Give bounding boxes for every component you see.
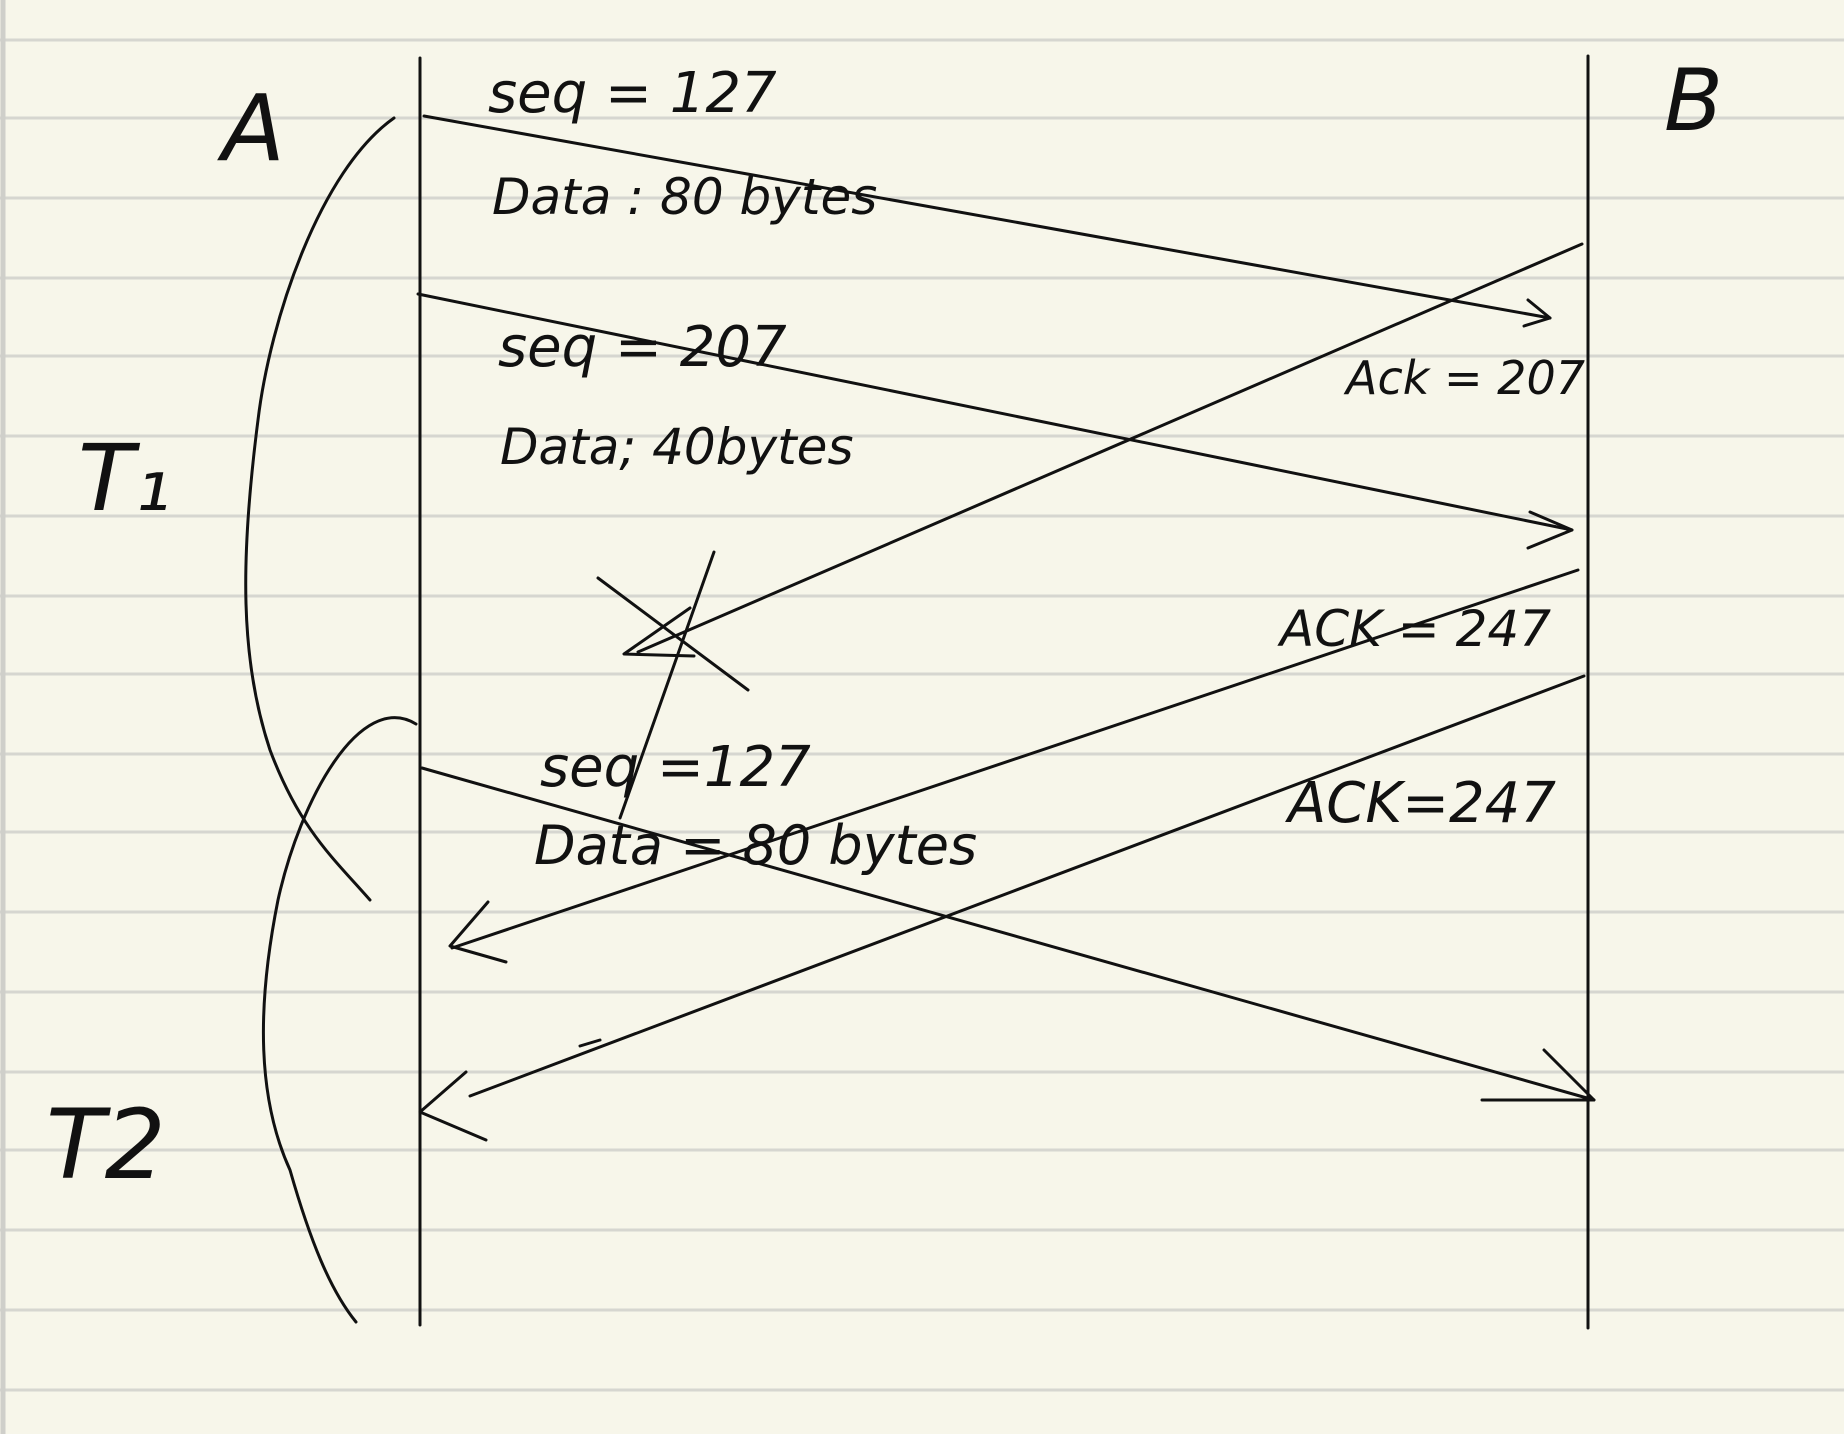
segment-3-arrow xyxy=(420,766,1596,1102)
ack-2-arrowhead xyxy=(448,900,508,964)
segment-1-data: Data : 80 bytes xyxy=(492,168,877,226)
ack-1-arrow xyxy=(636,242,1584,654)
t2-bracket xyxy=(261,716,418,1324)
segment-3-data: Data = 80 bytes xyxy=(534,814,977,877)
ack-2-arrow xyxy=(450,568,1580,950)
timer-t1-label: T₁ xyxy=(78,425,171,532)
loss-x-mark xyxy=(596,550,750,820)
ack-2-label: ACK = 247 xyxy=(1277,600,1551,658)
segment-2-arrowhead xyxy=(1526,510,1574,550)
ack-3-arrowhead xyxy=(418,1070,488,1142)
ack-3-arrow xyxy=(468,674,1586,1098)
segment-2-seq: seq = 207 xyxy=(498,315,787,380)
segment-2-data: Data; 40bytes xyxy=(500,418,854,476)
host-b-label: B xyxy=(1664,51,1723,151)
ack-3-label: ACK=247 xyxy=(1285,771,1556,836)
ack-1-arrowhead xyxy=(622,606,696,658)
segment-3-seq: seq =127 xyxy=(540,735,811,800)
t1-bracket xyxy=(244,116,396,902)
ack-1-label: Ack = 207 xyxy=(1343,351,1585,405)
ruled-lines xyxy=(0,38,1844,1392)
segment-1-seq: seq = 127 xyxy=(488,61,777,126)
host-a-label: A xyxy=(217,75,285,182)
segment-3-arrowhead xyxy=(1480,1048,1596,1102)
segment-1-arrowhead xyxy=(1522,298,1552,328)
timer-t2-label: T2 xyxy=(46,1089,166,1201)
ack-3-tick xyxy=(578,1038,602,1048)
segment-2-arrow xyxy=(416,292,1574,532)
segment-1-arrow xyxy=(422,114,1552,320)
